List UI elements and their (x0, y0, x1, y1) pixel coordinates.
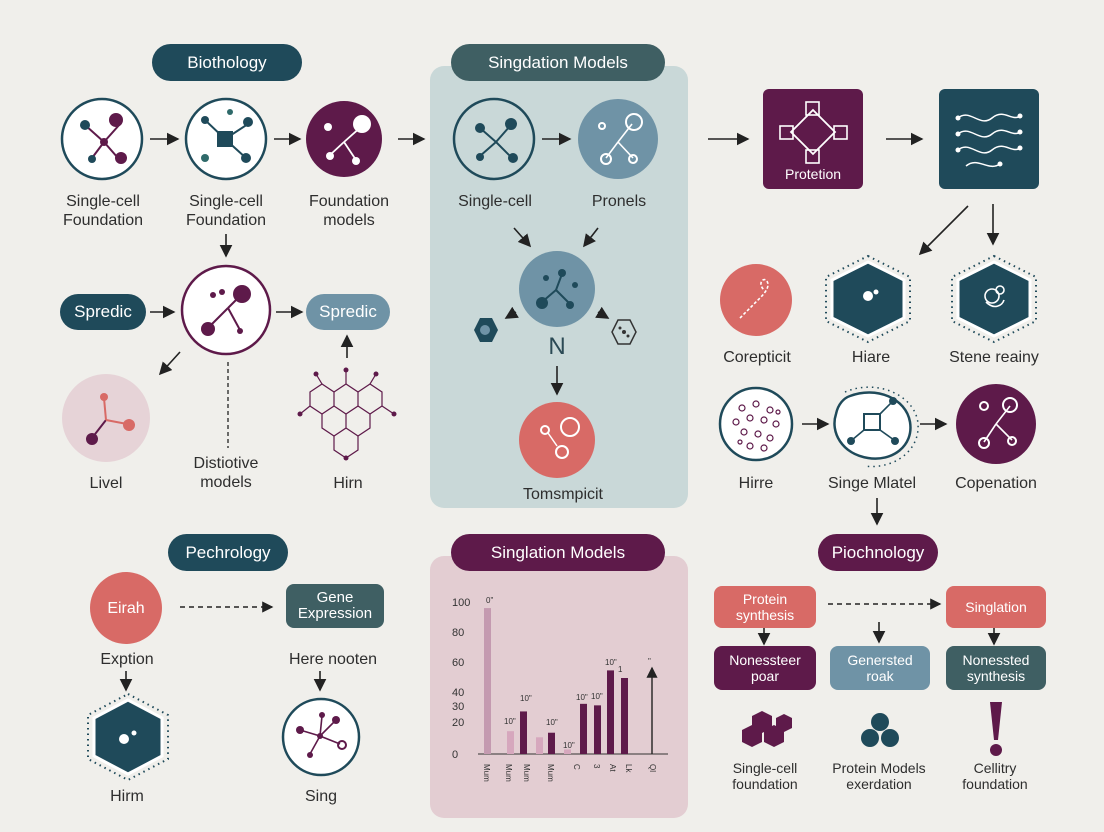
y-tick-label: 60 (452, 657, 464, 669)
x-tick-label: Mum (546, 764, 555, 782)
nonessteer-poar-box: Nonessteer poar (714, 646, 816, 690)
copenation-label: Copenation (955, 474, 1037, 493)
eirah-label: Eirah (107, 599, 144, 618)
node3-label: Foundation models (309, 192, 389, 230)
singe-mlatel-icon (834, 387, 918, 466)
hiare-hex-icon (826, 256, 910, 342)
hirre-label: Hirre (739, 474, 774, 493)
bar-value-label: 10" (576, 693, 588, 702)
here-nooten-label: Here nooten (289, 650, 377, 669)
y-tick-label: 30 (452, 701, 464, 713)
bar-value-label: 0" (486, 596, 493, 605)
central-network-icon (182, 266, 270, 354)
foundation-model-icon (306, 101, 382, 177)
bar (548, 733, 555, 754)
single-cell-icon (454, 99, 534, 179)
circuit-icon (939, 89, 1039, 189)
stene-reainy-label: Stene reainy (949, 348, 1039, 367)
bar (580, 704, 587, 754)
molecule-hex-icon-left (474, 318, 498, 342)
singe-mlatel-label: Singe Mlatel (828, 474, 916, 493)
x-tick-label: C (572, 764, 581, 770)
single-cell-label: Single-cell (458, 192, 532, 211)
central-model-icon (519, 251, 595, 327)
x-tick-label: Mum (482, 764, 491, 782)
hirn-network-icon (300, 370, 394, 458)
y-tick-label: 40 (452, 687, 464, 699)
x-tick-label: At (608, 764, 617, 772)
hiare-label: Hiare (852, 348, 890, 367)
bar-value-label: 10" (605, 658, 617, 667)
spredic-left-pill: Spredic (60, 294, 146, 330)
corepticit-label: Corepticit (723, 348, 791, 367)
distiotive-label: Distiotive models (194, 454, 259, 492)
pronels-icon (578, 99, 658, 179)
cellitry-label: Cellitry foundation (962, 760, 1027, 792)
arrow-label: " (648, 657, 651, 666)
x-tick-label: Ql (648, 764, 657, 772)
teal-cluster-icon (861, 713, 899, 747)
tomsmpicit-label: Tomsmpicit (523, 485, 603, 504)
bar-value-label: 10" (563, 741, 575, 750)
livel-label: Livel (90, 474, 123, 493)
node1-label: Single-cell Foundation (63, 192, 143, 230)
protetion-label: Protetion (785, 165, 841, 184)
bar (536, 737, 543, 754)
n-letter: N (548, 334, 565, 360)
exption-label: Exption (100, 650, 153, 669)
bar (484, 608, 491, 754)
singlation-box: Singlation (946, 586, 1046, 628)
protein-models-label: Protein Models exerdation (832, 760, 925, 792)
exclamation-icon (990, 702, 1002, 756)
livel-icon (62, 374, 150, 462)
bar-value-label: 10" (591, 692, 603, 701)
bar-chart: 100806040302000"10"10"10"10"10"10"10"1Mu… (452, 596, 668, 782)
bar (520, 711, 527, 754)
bar (507, 731, 514, 754)
pronels-label: Pronels (592, 192, 646, 211)
sing-network-icon (283, 699, 359, 775)
bar (607, 670, 614, 754)
gene-expression-box: Gene Expression (286, 584, 384, 628)
bar-value-label: 10" (520, 694, 532, 703)
hirm-label: Hirm (110, 787, 144, 806)
single-cell-foundation-label: Single-cell foundation (732, 760, 797, 792)
y-tick-label: 100 (452, 597, 470, 609)
hirn-label: Hirn (333, 474, 362, 493)
bar-value-label: 10" (504, 717, 516, 726)
bar (594, 705, 601, 754)
y-tick-label: 80 (452, 627, 464, 639)
corepticit-icon (720, 264, 792, 336)
protein-synthesis-box: Protein synthesis (714, 586, 816, 628)
x-tick-label: Lk (624, 764, 633, 773)
x-tick-label: 3 (592, 764, 601, 769)
bar-value-label: 10" (546, 718, 558, 727)
genersted-roak-box: Genersted roak (830, 646, 930, 690)
y-tick-label: 0 (452, 749, 458, 761)
copenation-icon (956, 384, 1036, 464)
x-tick-label: Mum (522, 764, 531, 782)
bar (564, 749, 571, 754)
y-tick-label: 20 (452, 717, 464, 729)
molecule-hex-icon-right (612, 320, 636, 344)
tomsmpicit-icon (519, 402, 595, 478)
hirre-dotted-icon (720, 388, 792, 460)
bar (621, 678, 628, 754)
network-circle-icon-1 (62, 99, 142, 179)
x-tick-label: Mum (504, 764, 513, 782)
spredic-right-pill: Spredic (306, 294, 390, 330)
nonessted-synthesis-box: Nonessted synthesis (946, 646, 1046, 690)
plum-cluster-icon (742, 711, 792, 747)
network-circle-icon-2 (186, 99, 266, 179)
bar-value-label: 1 (618, 665, 623, 674)
hirm-hex-icon (88, 694, 168, 780)
node2-label: Single-cell Foundation (186, 192, 266, 230)
sing-label: Sing (305, 787, 337, 806)
stene-hex-icon (952, 256, 1036, 342)
